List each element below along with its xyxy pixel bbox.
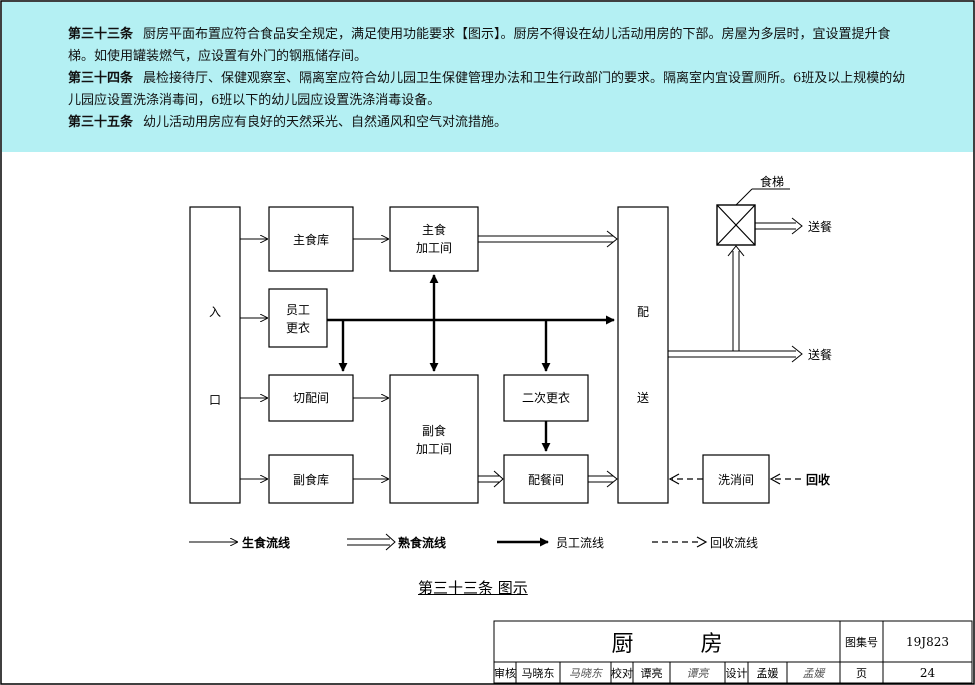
dispatch-label-1: 配 xyxy=(637,305,649,319)
article-35: 第三十五条幼儿活动用房应有良好的天然采光、自然通风和空气对流措施。 xyxy=(68,112,913,134)
reviewer-name: 马晓东 xyxy=(521,666,555,680)
staff-change-label-1: 员工 xyxy=(286,303,310,317)
cooked-head-dumbwaiter-out xyxy=(791,217,803,235)
staff-change-label-2: 更衣 xyxy=(286,320,310,335)
page-number: 24 xyxy=(919,665,936,680)
legend-raw-label: 生食流线 xyxy=(242,535,290,550)
staple-processing-box xyxy=(389,206,479,272)
meal-prep-label: 配餐间 xyxy=(528,472,564,487)
nonstaple-processing-box xyxy=(389,374,479,504)
nonstaple-processing-label-1: 副食 xyxy=(422,423,446,438)
drawing-title-block: 厨 房 图集号 19J823 审核 马晓东 马晓东 校对 谭亮 谭亮 设计 孟媛… xyxy=(494,621,972,683)
legend-cooked-head xyxy=(385,533,396,551)
designer-signature: 孟媛 xyxy=(802,666,825,680)
entrance-label-2: 口 xyxy=(209,393,221,407)
meal-prep-box xyxy=(503,454,589,504)
regulation-text: 第三十三条厨房平面布置应符合食品安全规定，满足使用功能要求【图示】。厨房不得设在… xyxy=(2,2,973,152)
cutting-label: 切配间 xyxy=(293,391,329,405)
dumbwaiter-cross-b xyxy=(716,204,756,246)
diagram-caption: 第三十三条 图示 xyxy=(418,579,528,597)
staple-processing-label-1: 主食 xyxy=(422,222,446,237)
recycle-label: 回收 xyxy=(806,472,830,487)
article-body: 晨检接待厅、保健观察室、隔离室应符合幼儿园卫生保健管理办法和卫生行政部门的要求。… xyxy=(68,71,906,108)
legend-recycle-head xyxy=(696,536,708,548)
entrance-box xyxy=(189,206,241,504)
reviewer-signature: 马晓东 xyxy=(569,666,602,680)
nonstaple-processing-label-2: 加工间 xyxy=(416,442,452,456)
dispatch-box xyxy=(617,206,669,504)
nonstaple-storage-label: 副食库 xyxy=(293,472,329,487)
checker-signature: 谭亮 xyxy=(686,666,709,680)
deliver-top-label: 送餐 xyxy=(808,219,832,234)
article-number: 第三十三条 xyxy=(68,27,134,42)
cooked-head-dispatch-out xyxy=(791,345,803,363)
deliver-mid-label: 送餐 xyxy=(808,347,832,362)
cooked-head-mealprep-dispatch xyxy=(606,470,618,488)
check-label: 校对 xyxy=(611,666,633,680)
titleblock-frame xyxy=(493,620,973,684)
design-label: 设计 xyxy=(725,666,748,680)
recycle-head-dispatch xyxy=(668,473,680,485)
legend-cooked-label: 熟食流线 xyxy=(398,535,446,550)
cooked-head-staple-dispatch xyxy=(606,230,618,248)
designer-name: 孟媛 xyxy=(756,666,779,680)
page-label: 页 xyxy=(856,666,867,680)
staple-storage-label: 主食库 xyxy=(293,232,329,247)
legend-staff-label: 员工流线 xyxy=(556,536,604,550)
dumbwaiter-label: 食梯 xyxy=(760,174,784,189)
article-33: 第三十三条厨房平面布置应符合食品安全规定，满足使用功能要求【图示】。厨房不得设在… xyxy=(68,24,913,68)
article-number: 第三十四条 xyxy=(68,71,134,86)
article-34: 第三十四条晨检接待厅、保健观察室、隔离室应符合幼儿园卫生保健管理办法和卫生行政部… xyxy=(68,68,913,112)
dispatch-label-2: 送 xyxy=(637,390,649,405)
article-number: 第三十五条 xyxy=(68,115,134,130)
dumbwaiter-leader xyxy=(735,188,753,206)
staple-processing-label-2: 加工间 xyxy=(416,241,452,255)
article-body: 幼儿活动用房应有良好的天然采光、自然通风和空气对流措施。 xyxy=(143,115,508,130)
checker-name: 谭亮 xyxy=(640,666,663,680)
review-label: 审核 xyxy=(494,666,516,680)
second-change-label: 二次更衣 xyxy=(522,390,570,405)
cooked-head-up xyxy=(727,245,745,257)
recycle-head-washing xyxy=(769,473,781,485)
atlas-number: 19J823 xyxy=(906,634,949,649)
staff-change-box xyxy=(268,288,328,348)
article-body: 厨房平面布置应符合食品安全规定，满足使用功能要求【图示】。厨房不得设在幼儿活动用… xyxy=(68,27,891,64)
drawing-title: 厨 房 xyxy=(611,631,753,657)
legend-recycle-label: 回收流线 xyxy=(710,536,758,550)
legend: 生食流线 熟食流线 员工流线 回收流线 xyxy=(189,533,758,551)
atlas-label: 图集号 xyxy=(845,635,878,649)
cooked-head-nonstaple-mealprep xyxy=(493,470,504,488)
washing-label: 洗消间 xyxy=(718,473,754,487)
entrance-label-1: 入 xyxy=(209,305,221,319)
